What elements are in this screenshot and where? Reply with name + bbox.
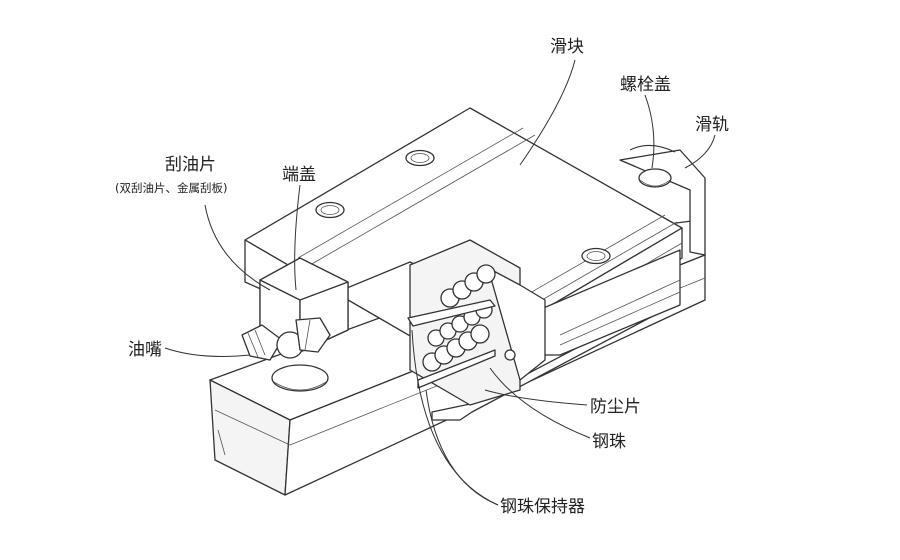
label-end-cap: 端盖 <box>282 165 316 185</box>
leader-grease-nipple <box>164 347 251 357</box>
grease-nipple <box>241 317 331 361</box>
label-scraper: 刮油片 <box>165 155 216 175</box>
leader-bolt-cap <box>644 94 655 169</box>
ball-retainer <box>407 299 496 389</box>
label-rail: 滑轨 <box>695 115 729 135</box>
leader-slider <box>519 59 576 166</box>
slider-block <box>244 107 683 393</box>
leader-rail <box>684 134 716 169</box>
bolt-cap <box>638 168 672 188</box>
label-bolt-cap: 螺栓盖 <box>620 75 671 95</box>
steel-balls-lower <box>422 301 493 372</box>
leader-retainer-2 <box>425 389 499 506</box>
leader-scraper <box>204 204 271 291</box>
steel-balls-upper <box>440 264 496 308</box>
mounting-hole-1 <box>405 149 435 167</box>
label-dust-strip: 防尘片 <box>590 397 641 417</box>
label-steel-ball: 钢珠 <box>592 432 626 452</box>
leader-steel-ball <box>489 367 591 439</box>
leader-end-cap <box>294 184 301 291</box>
rail-bolt-cap-front <box>271 364 329 392</box>
label-grease-nipple: 油嘴 <box>128 340 162 360</box>
mounting-hole-3 <box>581 247 611 265</box>
label-scraper-note: (双刮油片、金属刮板) <box>115 181 227 195</box>
label-ball-retainer: 钢珠保持器 <box>500 497 585 517</box>
leader-dust-strip <box>484 389 588 406</box>
mounting-hole-2 <box>315 201 345 219</box>
label-slider: 滑块 <box>550 37 584 57</box>
